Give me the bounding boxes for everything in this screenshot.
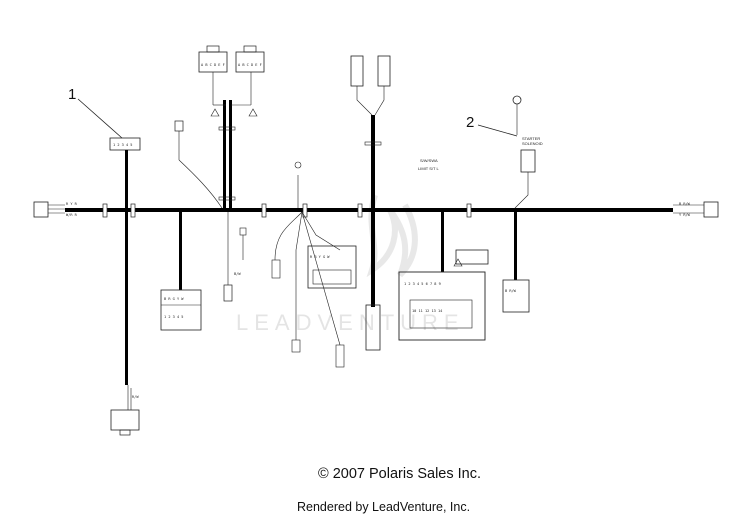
svg-text:A B C D E F: A B C D E F — [201, 63, 225, 67]
svg-text:W/R R: W/R R — [66, 213, 78, 217]
starter-solenoid-branch: STARTER SOLENOID B R/W — [502, 95, 543, 313]
callout-1: 1 — [68, 86, 77, 103]
middle-connector-block: R B Y G W — [307, 245, 357, 289]
fanout-branch — [271, 161, 345, 368]
svg-text:10 11 12 13 14: 10 11 12 13 14 — [412, 309, 442, 313]
svg-text:B R/W: B R/W — [505, 289, 517, 293]
svg-text:S/W/SWA: S/W/SWA — [420, 158, 438, 163]
main-harness-trunk — [65, 208, 673, 212]
svg-text:B R G Y W: B R G Y W — [164, 297, 184, 301]
svg-text:1 2 3 4 5 6 7 8 9: 1 2 3 4 5 6 7 8 9 — [404, 282, 441, 286]
svg-text:R B Y G W: R B Y G W — [310, 255, 330, 259]
copyright-text: © 2007 Polaris Sales Inc. — [318, 466, 482, 482]
svg-text:Y R/W: Y R/W — [679, 213, 691, 217]
right-end-connector: B R/W Y R/W — [673, 201, 719, 218]
svg-text:R/W: R/W — [132, 395, 139, 399]
callout-2: 2 — [466, 114, 475, 131]
svg-text:1 2 3 4 5: 1 2 3 4 5 — [113, 143, 132, 147]
callout-2-leader — [477, 124, 518, 137]
branch-connector-1: 1 2 3 4 5 R/W — [109, 137, 141, 436]
rendered-by-text: Rendered by LeadVenture, Inc. — [297, 500, 471, 514]
callout-1-leader — [77, 98, 123, 139]
watermark-text: LEADVENTURE — [236, 310, 465, 335]
small-bulb-connector — [174, 120, 223, 209]
large-ecu-connector: 1 2 3 4 5 6 7 8 9 10 11 12 13 14 S/W/SWA… — [398, 158, 489, 341]
svg-text:SOLENOID: SOLENOID — [522, 141, 543, 146]
svg-text:R Y R: R Y R — [66, 202, 78, 206]
svg-text:STARTER: STARTER — [522, 136, 540, 141]
svg-text:LIMIT S/T L: LIMIT S/T L — [418, 166, 440, 171]
svg-text:B R/W: B R/W — [679, 202, 691, 206]
svg-text:A B C D E F: A B C D E F — [238, 63, 262, 67]
leadventure-watermark: LEADVENTURE — [236, 194, 465, 335]
left-end-connector: R Y R W/R R — [33, 201, 78, 218]
top-connector-pair: A B C D E F A B C D E F — [198, 45, 265, 210]
center-vertical-branch — [350, 55, 391, 351]
svg-text:1 2 3 4 5: 1 2 3 4 5 — [164, 315, 183, 319]
svg-text:B/W: B/W — [234, 272, 241, 276]
lower-drop-connector: B/W — [223, 212, 247, 302]
branch-left-lower-connector: B R G Y W 1 2 3 4 5 — [160, 212, 202, 331]
